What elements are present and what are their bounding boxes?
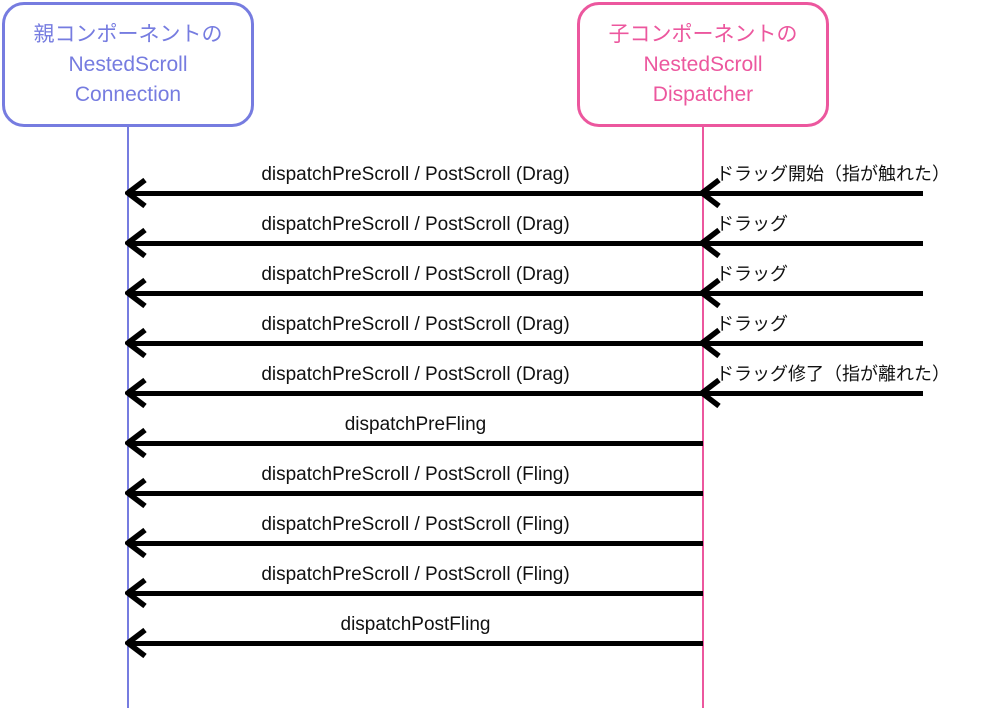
arrowhead-icon <box>699 277 721 309</box>
arrow-shaft <box>128 390 923 396</box>
arrowhead-icon <box>125 277 147 309</box>
arrowhead-icon <box>125 477 147 509</box>
arrow-shaft <box>128 440 703 446</box>
event-note: ドラッグ修了（指が離れた） <box>716 364 950 384</box>
arrowhead-icon <box>125 177 147 209</box>
message-label: dispatchPreScroll / PostScroll (Drag) <box>261 164 570 185</box>
event-note: ドラッグ <box>716 214 788 234</box>
message-label: dispatchPreFling <box>344 414 487 435</box>
arrow-shaft <box>128 340 923 346</box>
arrowhead-icon <box>125 527 147 559</box>
arrowhead-icon <box>699 377 721 409</box>
event-note: ドラッグ開始（指が触れた） <box>716 164 950 184</box>
message-label: dispatchPreScroll / PostScroll (Drag) <box>261 364 570 385</box>
arrow-shaft <box>128 640 703 646</box>
parent-lifeline <box>126 126 129 708</box>
arrowhead-icon <box>125 377 147 409</box>
message-label: dispatchPostFling <box>340 614 491 635</box>
arrowhead-icon <box>125 427 147 459</box>
arrowhead-icon <box>699 177 721 209</box>
arrow-shaft <box>128 540 703 546</box>
arrow-shaft <box>128 590 703 596</box>
arrowhead-icon <box>699 327 721 359</box>
message-label: dispatchPreScroll / PostScroll (Fling) <box>261 514 570 535</box>
message-label: dispatchPreScroll / PostScroll (Drag) <box>261 264 570 285</box>
arrowhead-icon <box>125 227 147 259</box>
child-lifeline <box>701 126 704 708</box>
event-note: ドラッグ <box>716 264 788 284</box>
arrow-shaft <box>128 290 923 296</box>
event-note: ドラッグ <box>716 314 788 334</box>
actor-parent-nestedscrollconnection: 親コンポーネントの NestedScroll Connection <box>2 2 254 127</box>
arrowhead-icon <box>125 627 147 659</box>
arrowhead-icon <box>125 327 147 359</box>
arrow-shaft <box>128 490 703 496</box>
arrow-shaft <box>128 190 923 196</box>
message-label: dispatchPreScroll / PostScroll (Fling) <box>261 564 570 585</box>
actor-child-nestedscrolldispatcher: 子コンポーネントの NestedScroll Dispatcher <box>577 2 829 127</box>
arrowhead-icon <box>125 577 147 609</box>
message-label: dispatchPreScroll / PostScroll (Drag) <box>261 214 570 235</box>
message-label: dispatchPreScroll / PostScroll (Fling) <box>261 464 570 485</box>
message-label: dispatchPreScroll / PostScroll (Drag) <box>261 314 570 335</box>
arrowhead-icon <box>699 227 721 259</box>
arrow-shaft <box>128 240 923 246</box>
